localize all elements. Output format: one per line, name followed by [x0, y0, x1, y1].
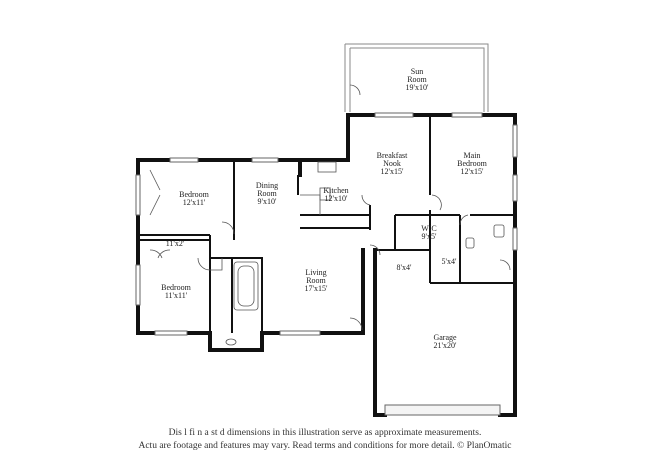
bedroom-1-label: Bedroom [179, 190, 210, 199]
dining-room-dims: 9'x10' [258, 197, 277, 206]
sun-room-dims: 19'x10' [406, 83, 429, 92]
disclaimer-line-1: Dis l fi n a st d dimensions in this ill… [168, 428, 482, 438]
room-labels: Sun Room 19'x10' Breakfast Nook 12'x15' … [161, 67, 488, 350]
doors [149, 84, 511, 331]
thin-walls [344, 43, 489, 112]
main-bedroom-label: Main [464, 151, 481, 160]
bedroom-1-dims: 12'x11' [183, 198, 206, 207]
bedroom-2-label: Bedroom [161, 283, 192, 292]
laundry-dims: 8'x4' [397, 263, 412, 272]
breakfast-nook-dims: 12'x15' [381, 167, 404, 176]
living-room-label: Living [305, 268, 326, 277]
wic-dims: 9'x5' [422, 232, 437, 241]
windows [135, 112, 518, 416]
breakfast-nook-label-2: Nook [383, 159, 401, 168]
fixtures [225, 161, 505, 346]
dining-room-label-2: Room [257, 189, 277, 198]
breakfast-nook-label: Breakfast [377, 151, 408, 160]
sun-room-label: Sun [411, 67, 423, 76]
bedroom-2-dims: 11'x11' [165, 291, 188, 300]
dining-room-label: Dining [256, 181, 278, 190]
sun-room-label-2: Room [407, 75, 427, 84]
garage-label: Garage [433, 333, 457, 342]
wic-label: WIC [421, 224, 437, 233]
interior-walls [138, 115, 515, 333]
living-room-dims: 17'x15' [305, 284, 328, 293]
kitchen-label: Kitchen [323, 186, 348, 195]
disclaimer-line-2: Actu are footage and features may vary. … [138, 441, 512, 451]
kitchen-dims: 12'x10' [325, 194, 348, 203]
closet-dims: 11'x2' [166, 239, 185, 248]
main-bedroom-label-2: Bedroom [457, 159, 488, 168]
garage-dims: 21'x20' [434, 341, 457, 350]
bath-dims: 5'x4' [442, 257, 457, 266]
main-bedroom-dims: 12'x15' [461, 167, 484, 176]
living-room-label-2: Room [306, 276, 326, 285]
